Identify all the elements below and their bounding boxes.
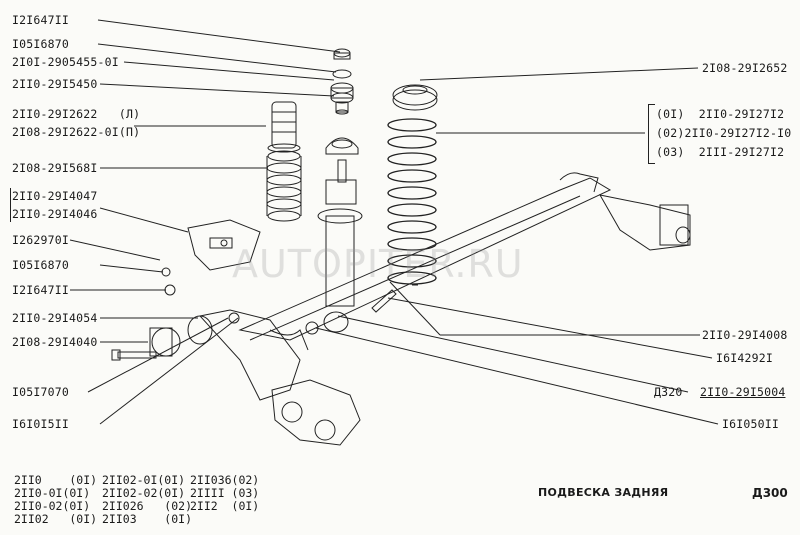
label-part: 2II0-29I4046 — [12, 207, 98, 221]
label-part: I262970I — [12, 233, 69, 247]
label-part: 2I08-29I2652 — [702, 61, 788, 75]
label-part: (0I) 2II0-29I27I2 — [656, 107, 785, 121]
footer-row: 2II03 (0I) — [102, 512, 193, 526]
label-part: 2II0-29I4054 — [12, 311, 98, 325]
footer-row: 2II036(02) — [190, 473, 260, 487]
footer-row: 2II0 (0I) — [14, 473, 98, 487]
footer-row: 2IIII (03) — [190, 486, 260, 500]
label-part: 2II0-29I2622 (Л) — [12, 107, 141, 121]
label-part: Д320 — [654, 385, 683, 399]
label-part: 2II0-29I4008 — [702, 328, 788, 342]
label-part: (02)2II0-29I27I2-I0 — [656, 126, 792, 140]
footer-row: 2II02-02(0I) — [102, 486, 186, 500]
label-part: 2I0I-2905455-0I — [12, 55, 119, 69]
footer-row: 2II026 (02) — [102, 499, 193, 513]
watermark-text: AUTOPITER.RU — [232, 242, 524, 286]
label-part: 2II0-29I4047 — [12, 189, 98, 203]
label-part: I6I0I5II — [12, 417, 69, 431]
label-part: (03) 2III-29I27I2 — [656, 145, 785, 159]
footer-row: 2II2 (0I) — [190, 499, 260, 513]
label-part: I6I050II — [722, 417, 779, 431]
spring-group-bracket — [648, 104, 655, 164]
label-part: 2I08-29I2622-0I(П) — [12, 125, 141, 139]
label-part: 2I08-29I568I — [12, 161, 98, 175]
label-part: 2I08-29I4040 — [12, 335, 98, 349]
label-part: I05I6870 — [12, 258, 69, 272]
label-part: I2I647II — [12, 283, 69, 297]
label-part: I2I647II — [12, 13, 69, 27]
label-part: 2II0-29I5450 — [12, 77, 98, 91]
leader-line — [97, 19, 341, 53]
page-code: Д300 — [752, 486, 788, 500]
footer-row: 2II02-0I(0I) — [102, 473, 186, 487]
footer-row: 2II0-0I(0I) — [14, 486, 91, 500]
label-part: I6I4292I — [716, 351, 773, 365]
footer-row: 2II0-02(0I) — [14, 499, 91, 513]
footer-row: 2II02 (0I) — [14, 512, 98, 526]
label-group-bracket — [10, 188, 101, 222]
label-part: I05I7070 — [12, 385, 69, 399]
label-part: I05I6870 — [12, 37, 69, 51]
label-part: 2II0-29I5004 — [700, 385, 786, 399]
diagram-title: ПОДВЕСКА ЗАДНЯЯ — [538, 486, 669, 499]
